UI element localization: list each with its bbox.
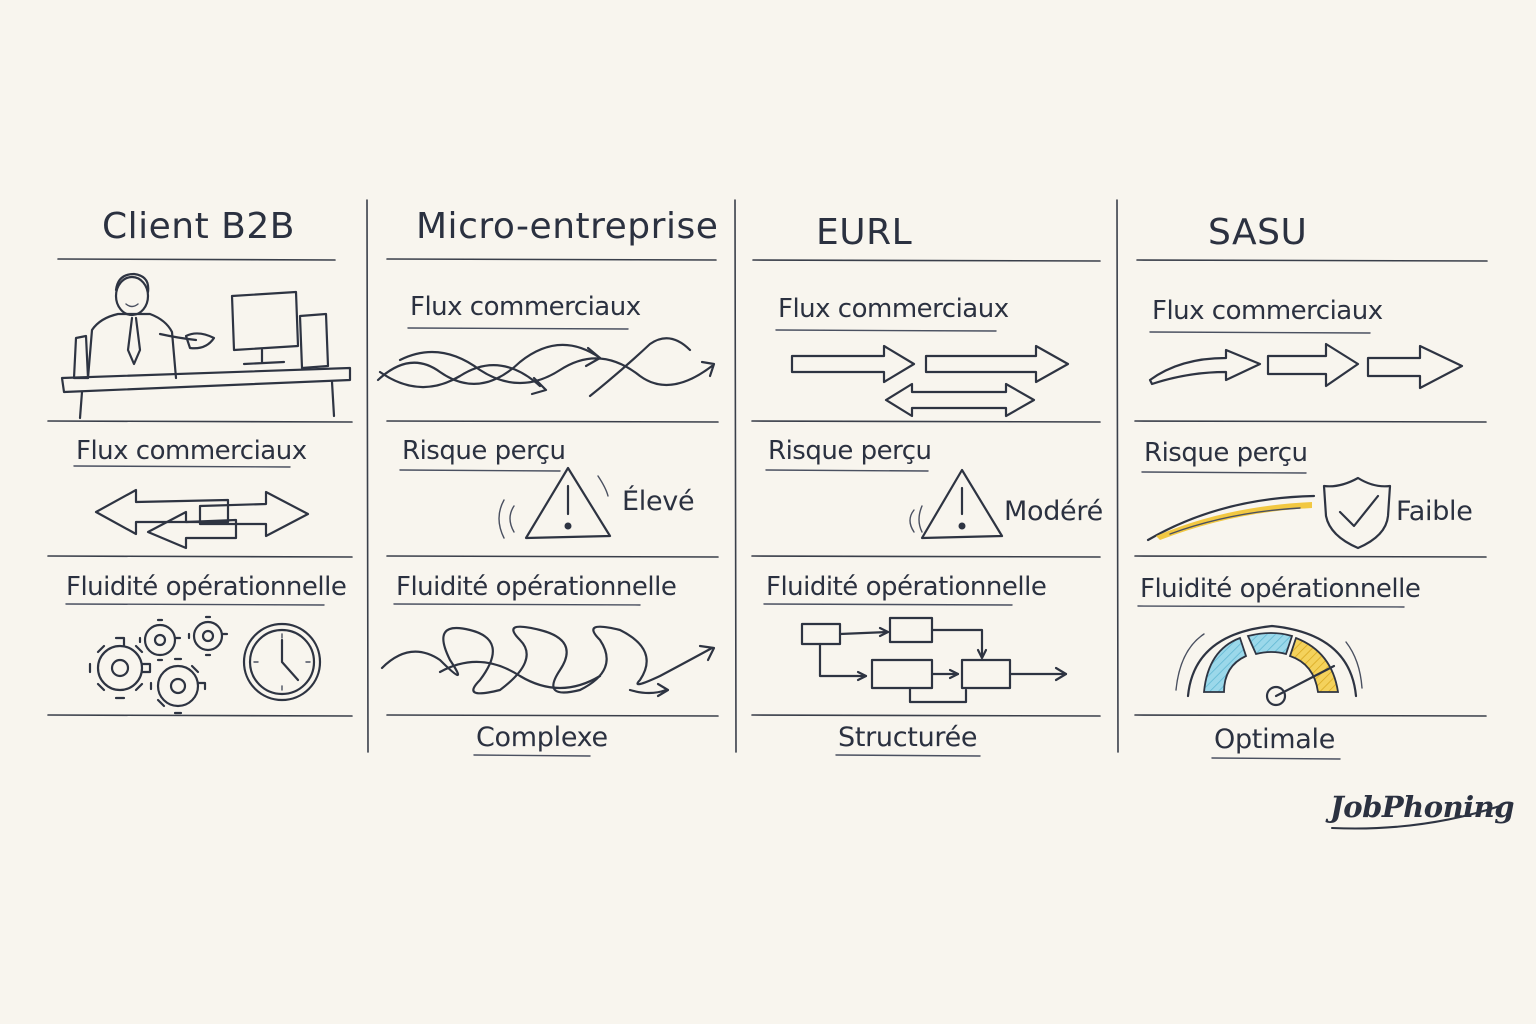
scribble-arrow-icon bbox=[380, 625, 716, 698]
bidirectional-arrows-icon bbox=[94, 488, 310, 550]
column-title: SASU bbox=[1208, 212, 1308, 253]
column-title: Client B2B bbox=[102, 206, 295, 247]
tangled-wavy-arrows-icon bbox=[376, 337, 716, 398]
warning-triangle-icon bbox=[498, 466, 612, 540]
straight-arrows-icon bbox=[790, 344, 1070, 418]
flux-label: Flux commerciaux bbox=[76, 436, 307, 466]
risk-value: Faible bbox=[1396, 496, 1473, 527]
risk-value: Modéré bbox=[1004, 496, 1103, 527]
risk-value: Élevé bbox=[622, 486, 695, 517]
risk-label: Risque perçu bbox=[1144, 438, 1308, 468]
smooth-arrows-icon bbox=[1148, 342, 1464, 390]
business-handshake-desk-icon bbox=[60, 272, 352, 420]
gears-clock-icon bbox=[88, 615, 322, 715]
fluidite-label: Fluidité opérationnelle bbox=[1140, 574, 1421, 604]
risk-label: Risque perçu bbox=[402, 436, 566, 466]
flux-label: Flux commerciaux bbox=[410, 292, 641, 322]
column-title: Micro-entreprise bbox=[416, 206, 719, 247]
column-title: EURL bbox=[816, 212, 913, 253]
risk-label: Risque perçu bbox=[768, 436, 932, 466]
flux-label: Flux commerciaux bbox=[778, 294, 1009, 324]
row-rules bbox=[47, 258, 1488, 717]
fluidite-label: Fluidité opérationnelle bbox=[66, 572, 347, 602]
fluidite-value: Optimale bbox=[1214, 724, 1336, 755]
brand-logo: JobPhoning bbox=[1330, 790, 1515, 824]
fluidite-value: Structurée bbox=[838, 722, 978, 753]
fluidite-label: Fluidité opérationnelle bbox=[396, 572, 677, 602]
warning-triangle-icon bbox=[909, 468, 1004, 540]
label-underlines bbox=[65, 327, 1405, 760]
fluidite-label: Fluidité opérationnelle bbox=[766, 572, 1047, 602]
fluidite-value: Complexe bbox=[476, 722, 608, 753]
shield-check-icon bbox=[1146, 476, 1392, 550]
column-dividers bbox=[366, 199, 1119, 753]
flowchart-icon bbox=[800, 616, 1068, 704]
speedometer-gauge-icon bbox=[1175, 624, 1363, 707]
flux-label: Flux commerciaux bbox=[1152, 296, 1383, 326]
